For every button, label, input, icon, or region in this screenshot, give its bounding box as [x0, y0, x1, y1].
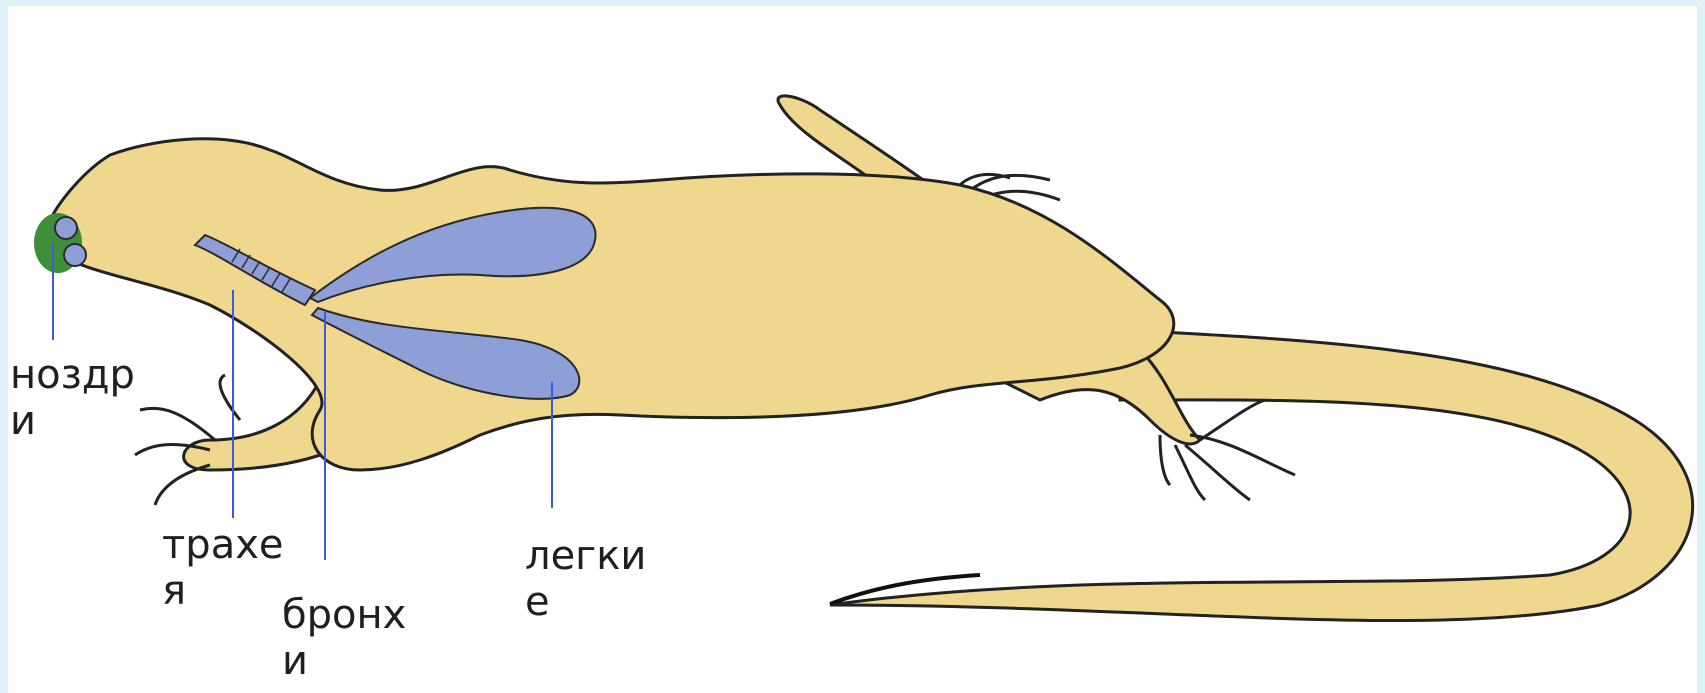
nostril-hole-lower	[64, 244, 86, 266]
label-lungs: легкие	[525, 533, 657, 625]
label-nostrils: ноздри	[10, 352, 142, 444]
lizard-body	[50, 139, 1174, 470]
label-bronchi: бронхи	[282, 592, 414, 684]
nostril-hole-upper	[55, 217, 77, 239]
label-trachea: трахея	[162, 522, 294, 614]
